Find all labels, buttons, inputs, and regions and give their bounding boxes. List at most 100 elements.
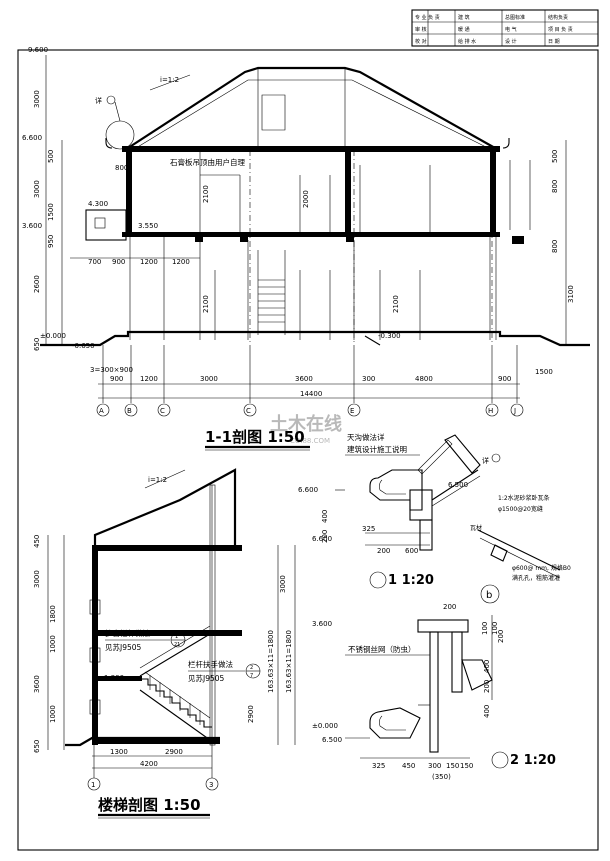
wd-1200b: 1200 [172, 258, 190, 266]
axis-A: A [99, 407, 104, 415]
axis-C2: C [246, 407, 251, 415]
stair-section-title: 楼梯剖图 1:50 [98, 796, 201, 814]
stair-lv-650: 650 [33, 740, 41, 753]
eave-detail-label: 详 [95, 96, 102, 105]
detail2-bd-325: 325 [372, 762, 385, 770]
eave-detail-circle [105, 120, 135, 150]
detail2-side-400: 400 [483, 660, 491, 673]
detail2-bd-150b: 150 [460, 762, 473, 770]
detail1-label: 1 1:20 [388, 573, 434, 588]
tb-r2c3: 日 期 [548, 39, 560, 45]
stair-slab-3600 [92, 630, 242, 636]
detail-b-callout: 详 [482, 456, 489, 465]
detail-1: 天沟做法详 建筑设计施工说明 6.600 6.500 400 200 325 2… [298, 432, 481, 589]
stair-axis-3: 3 [209, 781, 213, 789]
ceiling-note: 石膏板吊顶由用户自理 [170, 157, 245, 167]
detail1-dim-325: 325 [362, 525, 375, 533]
detail1-dim-600: 600 [405, 547, 418, 555]
stair-lv-3600: 3600 [33, 675, 41, 693]
stair-elev-6600: 6.600 [312, 535, 332, 543]
callout-2-top: 2 [250, 665, 253, 671]
lv-500: 500 [47, 150, 55, 163]
stair-flight-upper [139, 633, 211, 677]
watermark: 土木在线 [270, 413, 342, 435]
detail2-note: 不锈钢丝网（防虫） [348, 644, 416, 654]
bd-3600: 3600 [295, 375, 313, 383]
stair-mv-1800a: 163.63×11=1800 [267, 630, 275, 693]
tb-r2c2: 设 计 [505, 38, 517, 45]
detail1-note2: 建筑设计施工说明 [347, 444, 407, 454]
axis-B: B [127, 407, 132, 415]
rv-800a: 800 [551, 180, 559, 193]
elev-3600: 3.600 [22, 222, 42, 230]
rv-500: 500 [551, 150, 559, 163]
roof-outline [127, 66, 496, 149]
wd-700: 700 [88, 258, 101, 266]
stair-step-label: 3=300×900 [90, 366, 133, 374]
bd-300: 300 [362, 375, 375, 383]
detail2-side-200: 200 [483, 680, 491, 693]
detail-b-label: b [486, 590, 492, 601]
inner-dim-2000: 2000 [302, 190, 310, 208]
stair-landing-1800 [92, 676, 142, 681]
lv-650: 650 [33, 338, 41, 351]
elev-pm-000: ±0.000 [40, 332, 66, 340]
stair-lv-450: 450 [33, 535, 41, 548]
stair-lv-1000a: 1000 [49, 635, 57, 653]
inner-dim-2100a: 2100 [202, 185, 210, 203]
elev-neg-300: -0.300 [378, 332, 401, 340]
bd-1200: 1200 [140, 375, 158, 383]
detail1-note1: 天沟做法详 [347, 432, 385, 442]
note-railing: 护窗栏杆做法 [105, 628, 150, 638]
axis-E: E [350, 407, 354, 415]
bd-4800: 4800 [415, 375, 433, 383]
tb-r1c0: 审 核 [415, 26, 427, 33]
detail-b: 详 1:2水泥砂浆卧瓦条 φ1500@20宽缝 瓦材 φ600@ mm, 规格B… [417, 434, 571, 604]
axis-H: H [488, 407, 493, 415]
lv-1500: 1500 [47, 203, 55, 221]
detail1-dim-400: 400 [321, 510, 329, 523]
callout-1-bot: 21 [174, 642, 180, 648]
canopy-355: 3.550 [138, 222, 158, 230]
stair-lv-1800: 1800 [49, 605, 57, 623]
section-1-1: i=1:2 详 石膏板吊顶由用户自理 2100 2000 800 4.300 3… [22, 46, 590, 451]
elev-9600: 9.600 [28, 46, 48, 54]
callout-1-top: 1 [175, 634, 178, 640]
lv-3000b: 3000 [33, 180, 41, 198]
detail2-label: 2 1:20 [510, 753, 556, 768]
stair-flight-lower [140, 678, 212, 728]
detail-b-note3: 瓦材 [470, 524, 482, 532]
slab-3600 [122, 232, 500, 237]
detail1-elev-6500: 6.500 [448, 481, 468, 489]
inner-dim-2100c: 2100 [392, 295, 400, 313]
stair-elev-000: ±0.000 [312, 722, 338, 730]
stair-elev-1800: 1.800 [104, 674, 124, 682]
title-block: 专 业 负 责 建 筑 总图标准 结构负责 审 核 暖 通 电 气 项 目 负 … [411, 9, 599, 47]
lv-950: 950 [47, 235, 55, 248]
tb-r0c3: 结构负责 [548, 14, 568, 21]
tb-r0c2: 总图标准 [505, 14, 525, 21]
detail1-elev-6600: 6.600 [298, 486, 318, 494]
detail2-bd-300: 300 [428, 762, 441, 770]
bd-3000: 3000 [200, 375, 218, 383]
stair-lv-1000b: 1000 [49, 705, 57, 723]
stair-mv-1800b: 163.63×11=1800 [285, 630, 293, 693]
tb-r0c0: 专 业 负 责 [415, 14, 440, 21]
wd-900: 900 [112, 258, 125, 266]
stair-lv-3000: 3000 [33, 570, 41, 588]
ground-line [40, 330, 590, 347]
wd-1200a: 1200 [140, 258, 158, 266]
detail2-top-200b: 200 [497, 630, 505, 643]
detail-b-note1: 1:2水泥砂浆卧瓦条 [498, 494, 550, 502]
stair-roof-slope: i=1:2 [148, 476, 167, 484]
bd-1500: 1500 [535, 368, 553, 376]
sheet-border [17, 49, 599, 851]
note-handrail: 栏杆扶手做法 [188, 659, 233, 669]
callout-2-bot: 7 [250, 673, 253, 679]
lv-3000a: 3000 [33, 90, 41, 108]
detail2-bd-150a: 150 [446, 762, 459, 770]
axis-J: J [513, 407, 516, 415]
detail2-top-100a: 100 [481, 622, 489, 635]
lv-2600: 2600 [33, 275, 41, 293]
